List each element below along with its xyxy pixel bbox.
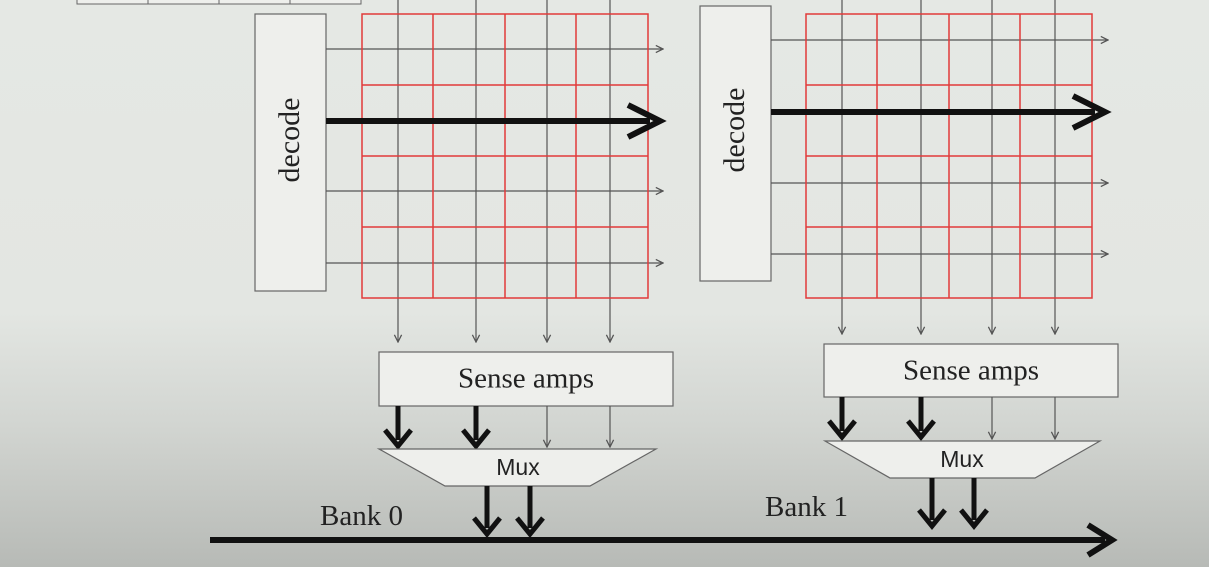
bank-1: decode Sense amps xyxy=(699,0,1119,530)
decode-label-bank-1: decode xyxy=(718,88,751,173)
mux-to-bus-lines-bank-0 xyxy=(472,486,545,538)
cell-grid-bank-1 xyxy=(805,13,1093,299)
selected-word-line-bank-1 xyxy=(771,93,1112,131)
bank-label-bank-0: Bank 0 xyxy=(320,500,403,532)
sense-amps-bank-1: Sense amps xyxy=(823,343,1119,398)
cell-grid-bank-0 xyxy=(361,13,649,299)
decode-box-bank-0: decode xyxy=(254,13,327,292)
mux-label-bank-1: Mux xyxy=(940,446,984,472)
mux-bank-0: Mux xyxy=(376,448,659,487)
bank-label-bank-1: Bank 1 xyxy=(765,491,848,523)
bank-0: decode xyxy=(254,0,674,538)
mux-label-bank-0: Mux xyxy=(496,454,540,480)
decode-box-bank-1: decode xyxy=(699,5,772,282)
word-lines-bank-1 xyxy=(771,40,1108,254)
bit-lines-bank-0 xyxy=(398,0,610,342)
mux-bank-1: Mux xyxy=(822,440,1103,479)
sense-amps-label-bank-1: Sense amps xyxy=(903,355,1039,387)
sense-amps-bank-0: Sense amps xyxy=(378,351,674,407)
word-lines-bank-0 xyxy=(326,49,663,263)
output-bus xyxy=(210,522,1118,558)
amp-to-mux-lines-bank-1 xyxy=(827,397,1055,441)
bit-lines-bank-1 xyxy=(842,0,1055,334)
decode-label-bank-0: decode xyxy=(273,98,306,183)
sense-amps-label-bank-0: Sense amps xyxy=(458,363,594,395)
selected-word-line-bank-0 xyxy=(326,102,667,140)
address-register-partial xyxy=(76,0,362,5)
mux-to-bus-lines-bank-1 xyxy=(917,478,989,530)
amp-to-mux-lines-bank-0 xyxy=(383,406,610,450)
